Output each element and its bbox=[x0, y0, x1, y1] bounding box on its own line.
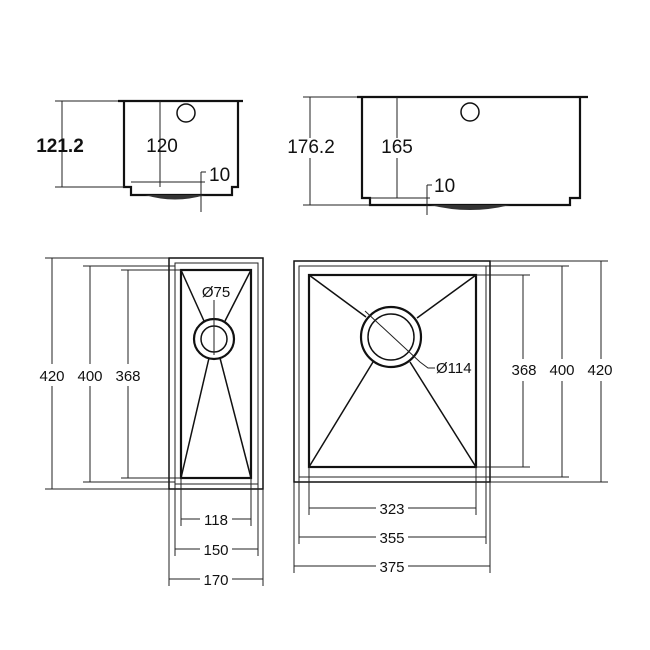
dim-large-drain: Ø114 bbox=[436, 360, 472, 377]
dim-large-bowl-depth: 165 bbox=[381, 137, 413, 158]
dim-small-overall-height: 121.2 bbox=[36, 136, 84, 157]
dim-large-flange: 10 bbox=[434, 176, 455, 197]
dim-large-width-outer: 375 bbox=[379, 559, 404, 576]
dim-large-width-mid: 355 bbox=[379, 530, 404, 547]
drain-outlet bbox=[145, 195, 205, 200]
overflow-hole bbox=[176, 103, 196, 123]
dim-large-height-outer: 420 bbox=[587, 362, 612, 379]
large-sink-side-view: 176.2 165 10 bbox=[287, 95, 588, 215]
dim-small-width-mid: 150 bbox=[203, 542, 228, 559]
dim-small-flange: 10 bbox=[209, 165, 230, 186]
dim-large-height-mid: 400 bbox=[549, 362, 574, 379]
dim-large-width-inner: 323 bbox=[379, 501, 404, 518]
large-sink-plan-view: Ø114 368 400 420 323 355 375 bbox=[293, 260, 618, 576]
dim-large-overall-height: 176.2 bbox=[287, 137, 335, 158]
dim-large-height-inner: 368 bbox=[511, 362, 536, 379]
dim-small-height-outer: 420 bbox=[39, 368, 64, 385]
dim-small-bowl-depth: 120 bbox=[146, 136, 178, 157]
overflow-hole bbox=[460, 102, 480, 122]
dim-small-height-mid: 400 bbox=[77, 368, 102, 385]
drain-outlet bbox=[430, 205, 510, 210]
small-sink-plan-view: 420 400 368 Ø75 118 150 170 bbox=[36, 257, 264, 589]
dim-small-width-outer: 170 bbox=[203, 572, 228, 589]
dim-small-drain: Ø75 bbox=[202, 284, 230, 301]
dim-small-width-inner: 118 bbox=[204, 512, 228, 529]
small-sink-side-view: 121.2 120 10 bbox=[36, 99, 243, 212]
dim-small-height-inner: 368 bbox=[115, 368, 140, 385]
